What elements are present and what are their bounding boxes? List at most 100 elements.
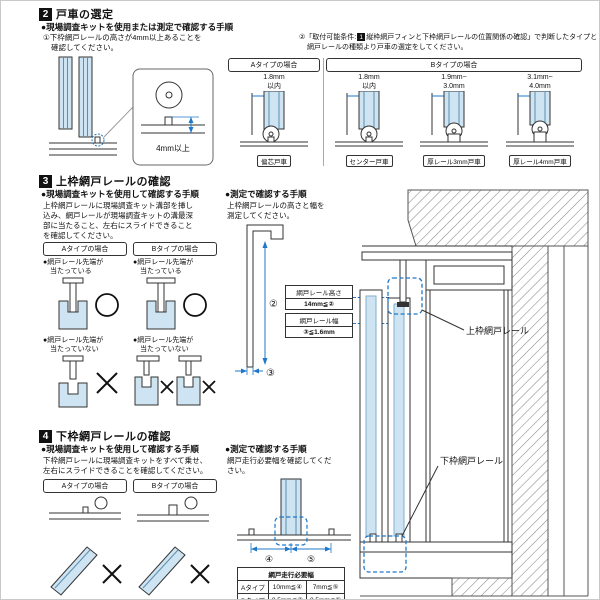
type-a-header-s4: Aタイプの場合 [43, 479, 127, 493]
ok-circle-mark [183, 293, 207, 317]
range-3-line2: 3.0mm [443, 82, 465, 90]
dim5-label: ⑤ [307, 554, 315, 563]
detail-callout-circle [91, 133, 105, 147]
rail-width-spec-box: 網戸レール幅 ③≦1.6mm [285, 313, 353, 338]
section3-measure-heading: ●測定で確認する手順 [225, 189, 307, 199]
rail-width-value: ③≦1.6mm [286, 326, 352, 337]
sill-plate [359, 541, 513, 553]
upper-screen-rail [399, 259, 407, 303]
section3-number-badge: 3 [39, 174, 52, 188]
roller-range-1: 1.8mm 以内 [230, 74, 318, 92]
roller-name-1: 偏芯戸車 [257, 155, 291, 167]
type-b-header-s2: Bタイプの場合 [326, 58, 582, 72]
rail-height-spec-box: 網戸レール高さ 14mm≦② [285, 285, 353, 310]
a-ng-label-line1: ●網戸レール先端が [43, 337, 104, 344]
rail-width-label: 網戸レール幅 [299, 318, 339, 325]
window-section-drawing: 上枠網戸レール 下枠網戸レール [359, 189, 589, 597]
b-ok-label-line1: ●網戸レール先端が [133, 259, 194, 266]
range-2-line2: 以内 [362, 82, 376, 90]
row-b-dim4: 8.5mm≦④ [267, 593, 307, 599]
step2-post: 縦枠網戸フィンと下枠網戸レールの位置関係の確認」で判断したタイプと [366, 34, 598, 41]
row-a-type: Aタイプ [237, 580, 269, 594]
lower-screen-rail [369, 533, 377, 543]
roller-name-2: センター戸車 [345, 155, 393, 167]
roller-diagram-thick-rail-3mm [420, 91, 488, 147]
dim2-label: ② [269, 299, 278, 310]
b-ok-label-line2: 当たっている [140, 268, 182, 275]
section3-measure-line2: 測定してください。 [227, 211, 295, 220]
dim3-label: ③ [266, 368, 275, 379]
a-ng-label-line2: 当たっていない [50, 346, 99, 353]
roller-name-3: 厚レール3mm戸車 [423, 155, 485, 167]
ng-cross-mark [202, 380, 216, 394]
rail-height-label: 網戸レール高さ [296, 290, 342, 297]
row-b-dim5: 8.5mm≦⑤ [305, 593, 346, 599]
a-ok-label-line1: ●網戸レール先端が [43, 259, 104, 266]
row-a-dim4: 10mm≦④ [267, 580, 307, 594]
section3-kit-line4: を確認してください。 [43, 231, 118, 240]
lower-rail-label: 下枠網戸レール [440, 455, 503, 466]
section4-title: 下枠網戸レールの確認 [56, 431, 171, 443]
table-row: Bタイプ 8.5mm≦④ 8.5mm≦⑤ [237, 593, 346, 599]
upper-rail-kit-check-a-ok [58, 277, 119, 330]
section4-number-badge: 4 [39, 429, 52, 443]
section4-kit-line2: 左右にスライドできることを確認してください。 [43, 466, 208, 475]
section4-kit-heading: ●現場調査キットを使用して確認する手順 [41, 444, 199, 454]
upper-rail-label: 上枠網戸レール [466, 325, 529, 336]
rail-height-value: 14mm≦② [286, 298, 352, 309]
range-1-line1: 1.8mm [263, 74, 285, 81]
roller-wheel [155, 81, 183, 109]
b-ng-label-line1: ●網戸レール先端が [133, 337, 194, 344]
roller-table-divider [323, 58, 324, 166]
wall-hatch-right [511, 245, 549, 597]
section3-kit-line2: 込み、網戸レールが現場調査キットの溝最深 [43, 211, 193, 220]
table-row: Aタイプ 10mm≦④ 7mm≦⑤ [237, 580, 346, 594]
roller-name-1-wrap: 偏芯戸車 [230, 151, 318, 169]
section2-step2-line1: ②「取付可能条件: 1 縦枠網戸フィンと下枠網戸レールの位置関係の確認」で判断し… [299, 32, 597, 42]
lower-rail-kit-check-b [137, 496, 210, 596]
sill-height-check-diagram: 4mm以上 [49, 56, 214, 166]
section2-title: 戸車の選定 [56, 9, 114, 21]
roller-range-3: 1.9mm~ 3.0mm [412, 74, 496, 92]
step2-pre: ②「取付可能条件: [299, 34, 357, 41]
roller-diagram-eccentric [240, 91, 308, 147]
glass-pane [393, 303, 405, 537]
ng-cross-mark [190, 564, 210, 584]
lower-rail-detail-box [363, 535, 407, 573]
roller-name-4-wrap: 厚レール4mm戸車 [498, 151, 582, 169]
range-2-line1: 1.8mm [358, 74, 380, 81]
upper-rail-kit-check-a-ng [58, 355, 118, 408]
step2-ref-badge: 1 [357, 33, 366, 41]
lower-rail-kit-check-a [49, 496, 122, 596]
section2-step2-line2: 網戸レールの種類より戸車の選定をしてください。 [307, 44, 468, 51]
section4-header: 4 下枠網戸レールの確認 [39, 428, 171, 444]
travel-width-table: 網戸走行必要幅 Aタイプ 10mm≦④ 7mm≦⑤ Bタイプ 8.5mm≦④ 8… [236, 567, 346, 599]
type-a-header-s3: Aタイプの場合 [43, 242, 127, 256]
section3-header: 3 上枠網戸レールの確認 [39, 173, 171, 189]
upper-rail-kit-check-b-ok [146, 277, 207, 330]
roller-name-2-wrap: センター戸車 [328, 151, 410, 169]
wall-hatch-top [407, 189, 589, 247]
lower-rail-measure-diagram: ④ ⑤ [237, 478, 351, 563]
section2-lead: ●現場調査キットを使用または測定で確認する手順 [41, 22, 234, 32]
upper-rail-kit-check-b-ng [134, 355, 216, 406]
roller-name-4: 厚レール4mm戸車 [509, 155, 571, 167]
ng-cross-mark [160, 380, 174, 394]
type-b-header-s4: Bタイプの場合 [133, 479, 217, 493]
ng-cross-mark [96, 372, 118, 394]
measuring-tool-diagram: ② ③ [235, 224, 284, 379]
range-1-line2: 以内 [267, 82, 281, 90]
roller-name-3-wrap: 厚レール3mm戸車 [412, 151, 496, 169]
ok-circle-mark [95, 293, 119, 317]
section3-title: 上枠網戸レールの確認 [56, 176, 171, 188]
section3-measure-line1: 上枠網戸レールの高さと幅を [227, 201, 325, 210]
row-b-type: Bタイプ [237, 593, 269, 599]
tilted-kit [50, 546, 98, 596]
ng-cross-mark [102, 564, 122, 584]
section2-step1-line2: 確認してください。 [51, 43, 119, 52]
section2-number-badge: 2 [39, 7, 52, 21]
range-3-line1: 1.9mm~ [441, 74, 467, 81]
sill-height-dimension-label: 4mm以上 [156, 144, 190, 153]
roller-diagram-thick-rail-4mm [506, 91, 574, 147]
